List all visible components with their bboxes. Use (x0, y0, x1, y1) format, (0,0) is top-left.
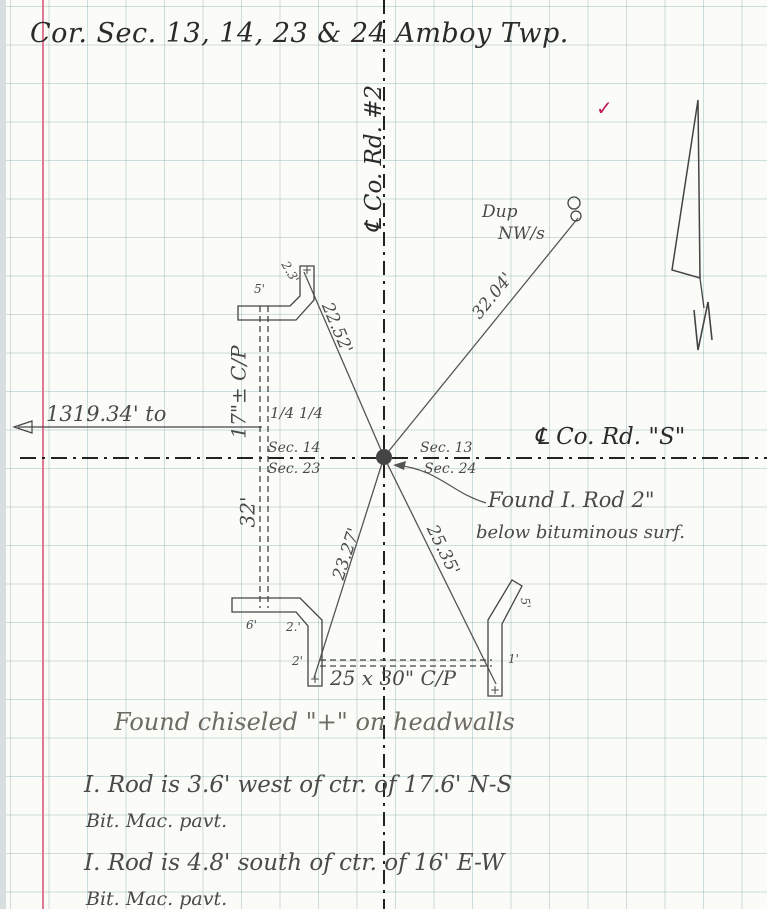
found-rod-note-line1: Found I. Rod 2" (488, 488, 655, 512)
witness-label: Dup (482, 202, 518, 222)
pipe-label-north: 17"± C/P (226, 345, 251, 439)
tie-line-sw (313, 456, 385, 679)
north-arrow-n-glyph (693, 301, 713, 351)
pipe-label-south: 25 x 30" C/P (330, 666, 456, 690)
headwall-southwest-mark: + (310, 672, 320, 686)
headwall-dim-sw2: 2.' (286, 620, 301, 634)
page-title: Cor. Sec. 13, 14, 23 & 24 Amboy Twp. (30, 18, 569, 49)
note-line2: Bit. Mac. pavt. (86, 810, 228, 832)
found-rod-leader (395, 464, 487, 504)
arrow-head (12, 420, 33, 434)
leader-arrow-head (393, 461, 406, 470)
note-line1: I. Rod is 3.6' west of ctr. of 17.6' N-S (84, 772, 513, 798)
corner-monument (376, 449, 392, 465)
page-edge (0, 0, 6, 909)
witness-post-inner (570, 210, 582, 222)
headwall-dim-se2: 1' (508, 652, 519, 666)
headwall-dim-sw1: 6' (246, 618, 257, 632)
headwall-southwest (231, 597, 323, 687)
note-line4: Bit. Mac. pavt. (86, 888, 228, 909)
tie-line-se (383, 456, 497, 685)
north-arrow-shaft (699, 277, 705, 309)
red-margin-line (42, 0, 44, 909)
headwall-north (237, 265, 315, 321)
tie-line-nne (303, 271, 385, 458)
pipe-label-west: 32' (235, 496, 260, 528)
headwall-southeast (487, 579, 523, 697)
found-rod-note-line2: below bituminous surf. (476, 522, 685, 543)
witness-sublabel: NW/s (498, 224, 545, 244)
section-label-se: Sec. 24 (424, 461, 477, 477)
headwall-dim-sw3: 2' (292, 654, 303, 668)
headwall-north-mark: + (302, 263, 312, 277)
road-label-north: ℄ Co. Rd. #2 (361, 84, 388, 234)
headwall-southeast-mark: + (490, 683, 500, 697)
note-line3: I. Rod is 4.8' south of ctr. of 16' E-W (84, 850, 505, 876)
note-headwalls: Found chiseled "+" on headwalls (114, 708, 515, 736)
quarter-quarter-label: 1/4 1/4 (270, 404, 324, 422)
tie-line-ne (383, 217, 579, 458)
section-label-sw: Sec. 23 (268, 461, 321, 477)
section-label-nw: Sec. 14 (268, 440, 321, 456)
road-label-east: ℄ Co. Rd. "S" (534, 424, 686, 450)
distance-west-label: 1319.34' to (46, 402, 167, 426)
north-arrow-icon (671, 99, 701, 279)
review-checkmark: ✓ (596, 96, 613, 120)
witness-post (567, 196, 581, 210)
section-label-ne: Sec. 13 (420, 440, 473, 456)
headwall-dim-n1: 5' (254, 282, 265, 296)
